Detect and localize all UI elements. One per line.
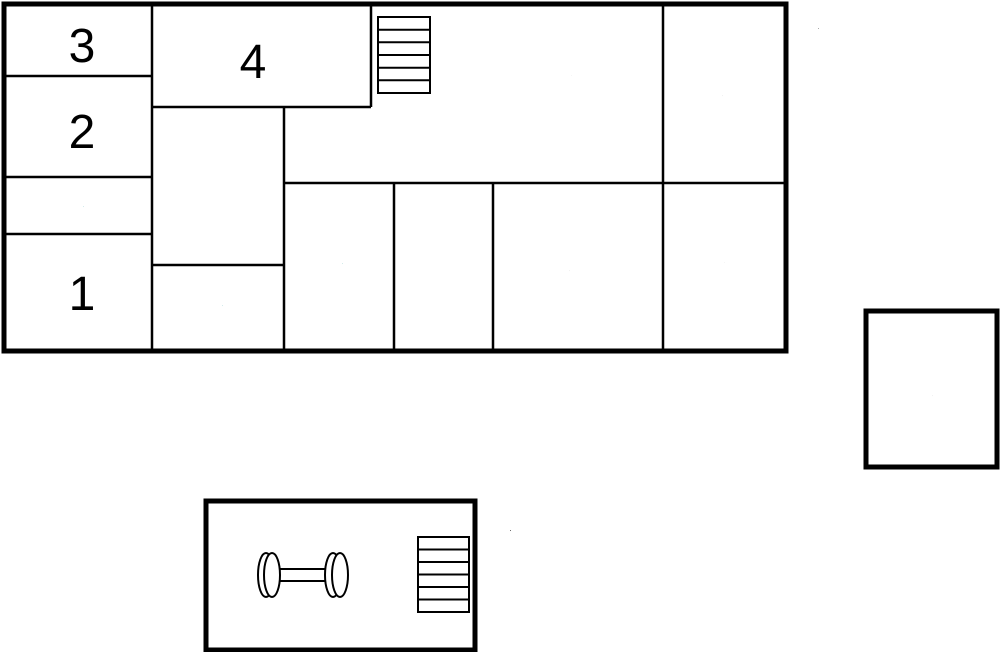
lower-outer-wall xyxy=(203,498,478,652)
dumbbell-icon xyxy=(257,552,349,598)
interior-walls xyxy=(4,4,786,351)
room-number-4: 4 xyxy=(240,36,267,89)
cooking-pot-icon xyxy=(722,95,723,96)
cooking-pot-icon xyxy=(569,270,570,271)
room-number-2: 2 xyxy=(69,106,96,159)
water-drop-icon xyxy=(83,206,84,207)
water-drop-icon xyxy=(222,305,223,306)
room-number-1: 1 xyxy=(69,268,96,321)
annex-outer-wall xyxy=(863,308,1000,470)
room-number-3: 3 xyxy=(69,20,96,73)
cooking-pot-icon xyxy=(932,395,933,396)
house-floor-icon xyxy=(510,530,511,532)
lower-building xyxy=(203,498,478,652)
annex-building xyxy=(863,308,1000,470)
stairs-icon xyxy=(377,16,431,94)
house-floor-icon xyxy=(818,28,819,29)
water-drop-icon xyxy=(342,263,343,264)
stairs-icon xyxy=(417,536,470,613)
main-building: 3 2 1 4 xyxy=(1,1,789,354)
